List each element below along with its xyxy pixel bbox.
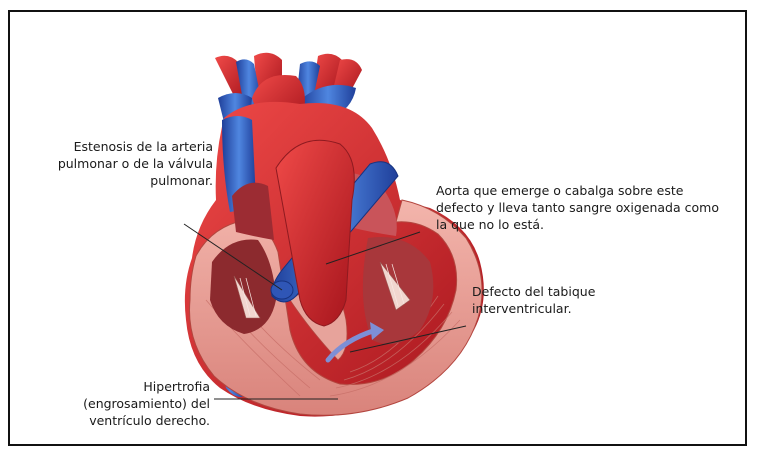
right-atrium	[232, 183, 274, 240]
label-vsd: Defecto del tabique interventricular.	[472, 283, 632, 317]
label-overriding-aorta-line-2: defecto y lleva tanto sangre oxigenada c…	[436, 199, 736, 216]
label-ventricular-hypertrophy-line-2: (engrosamiento) del	[30, 395, 210, 412]
label-pulmonary-stenosis: Estenosis de la arteria pulmonar o de la…	[28, 138, 213, 189]
label-ventricular-hypertrophy-line-3: ventrículo derecho.	[30, 412, 210, 429]
label-ventricular-hypertrophy: Hipertrofia (engrosamiento) del ventrícu…	[30, 378, 210, 429]
label-overriding-aorta: Aorta que emerge o cabalga sobre este de…	[436, 182, 736, 233]
label-overriding-aorta-line-1: Aorta que emerge o cabalga sobre este	[436, 182, 736, 199]
label-ventricular-hypertrophy-line-1: Hipertrofia	[30, 378, 210, 395]
label-vsd-line-2: interventricular.	[472, 300, 632, 317]
label-pulmonary-stenosis-line-1: Estenosis de la arteria	[28, 138, 213, 155]
label-overriding-aorta-line-3: la que no lo está.	[436, 216, 736, 233]
label-vsd-line-1: Defecto del tabique	[472, 283, 632, 300]
label-pulmonary-stenosis-line-3: pulmonar.	[28, 172, 213, 189]
label-pulmonary-stenosis-line-2: pulmonar o de la válvula	[28, 155, 213, 172]
